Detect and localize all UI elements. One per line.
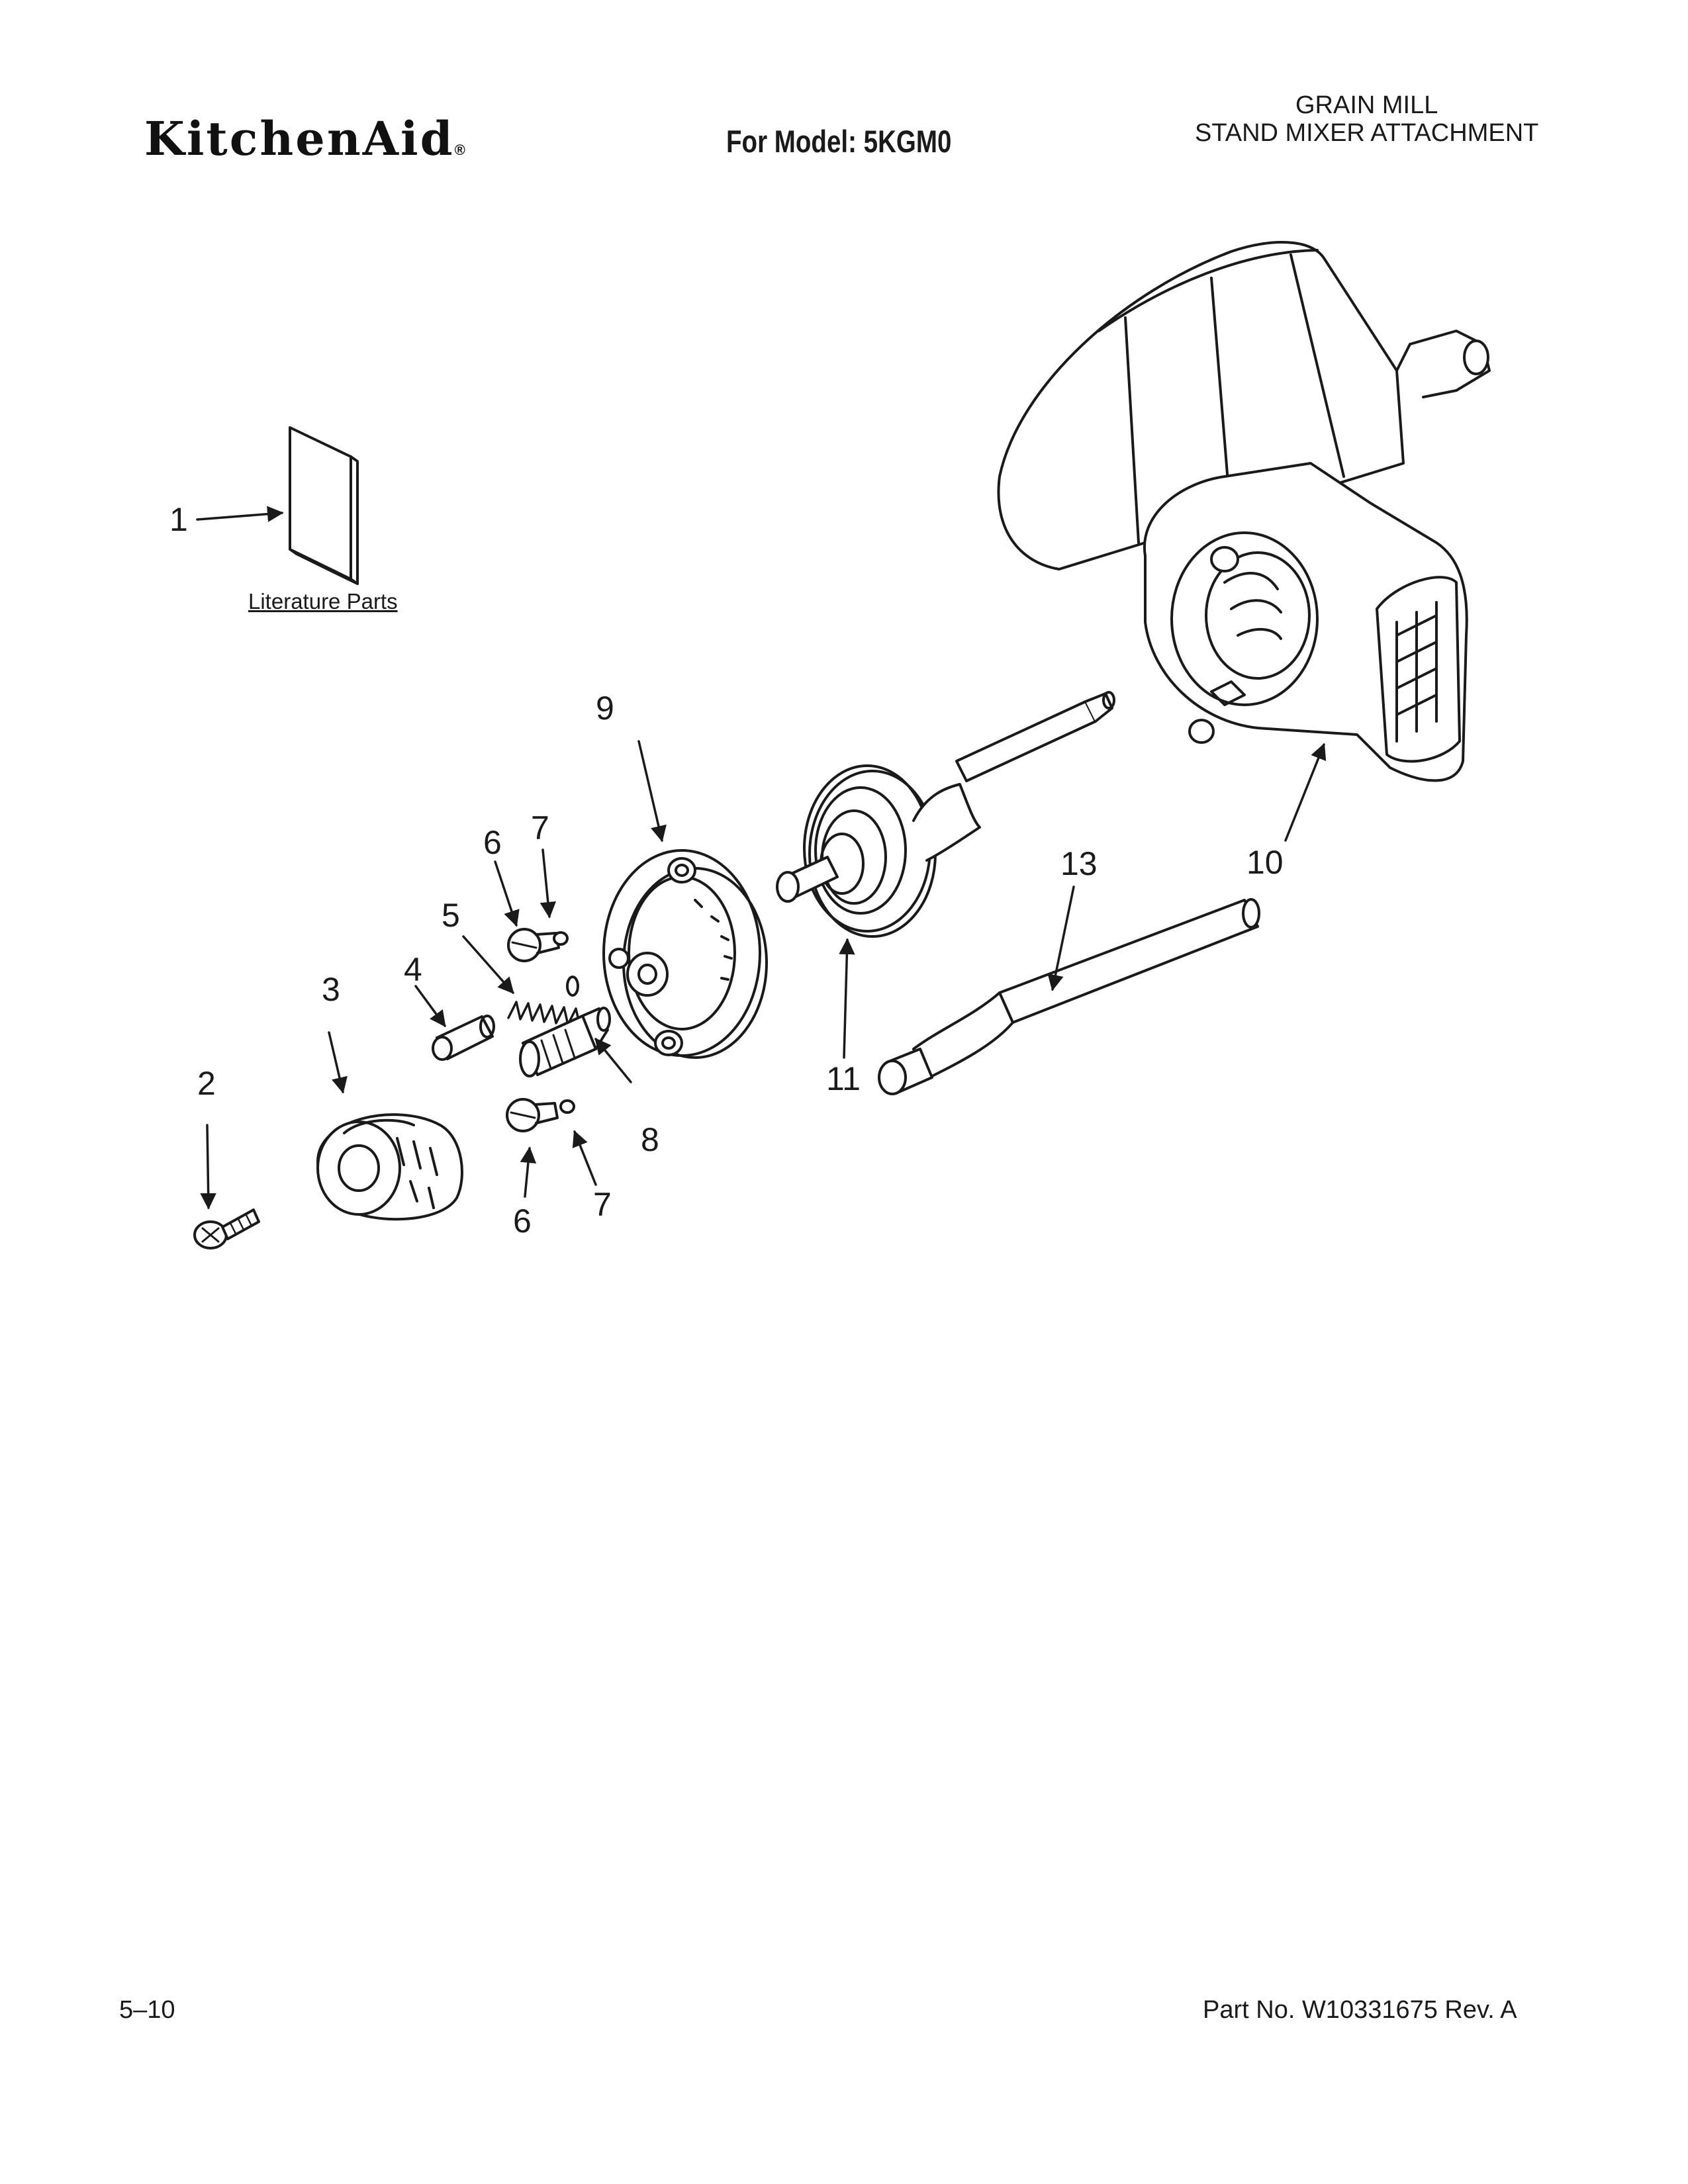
title-line-1: GRAIN MILL: [1295, 91, 1438, 119]
burr-shaft-part: [776, 691, 1115, 938]
registered-mark: ®: [454, 142, 467, 158]
callout-7-lower: 7: [593, 1186, 612, 1223]
callout-3: 3: [322, 971, 340, 1008]
model-label: For Model: 5KGM0: [726, 124, 952, 159]
thumb-screw-upper-part: [507, 928, 569, 962]
literature-booklet-part: [289, 426, 359, 585]
literature-parts-label: Literature Parts: [248, 589, 398, 614]
kitchenaid-logo: KitchenAid®: [144, 111, 467, 166]
callout-2: 2: [197, 1065, 216, 1102]
part-number: Part No. W10331675 Rev. A: [1203, 1996, 1517, 2024]
callout-13: 13: [1060, 845, 1098, 882]
callout-11: 11: [826, 1060, 861, 1097]
callout-10: 10: [1246, 844, 1284, 881]
spring-part: [507, 976, 581, 1027]
screw-part: [193, 1208, 260, 1250]
adjustment-knob-part: [316, 1113, 463, 1221]
title-line-2: STAND MIXER ATTACHMENT: [1195, 119, 1539, 147]
callout-8: 8: [641, 1121, 659, 1158]
callout-6-upper: 6: [483, 824, 502, 861]
pin-part: [432, 1015, 495, 1061]
callout-1: 1: [169, 501, 188, 538]
callout-6-lower: 6: [513, 1203, 532, 1240]
brand-name: KitchenAid: [144, 111, 455, 166]
hopper-body-part: [997, 241, 1491, 782]
callout-leaders: [196, 506, 1327, 1210]
thumb-screw-lower-part: [506, 1098, 575, 1132]
drive-shaft-part: [878, 898, 1260, 1095]
callout-5: 5: [442, 897, 460, 934]
callout-9: 9: [596, 690, 614, 727]
callout-4: 4: [404, 951, 422, 988]
page-number: 5–10: [119, 1996, 175, 2024]
callout-7-upper: 7: [531, 809, 549, 846]
adjustment-plate-part: [602, 849, 768, 1059]
